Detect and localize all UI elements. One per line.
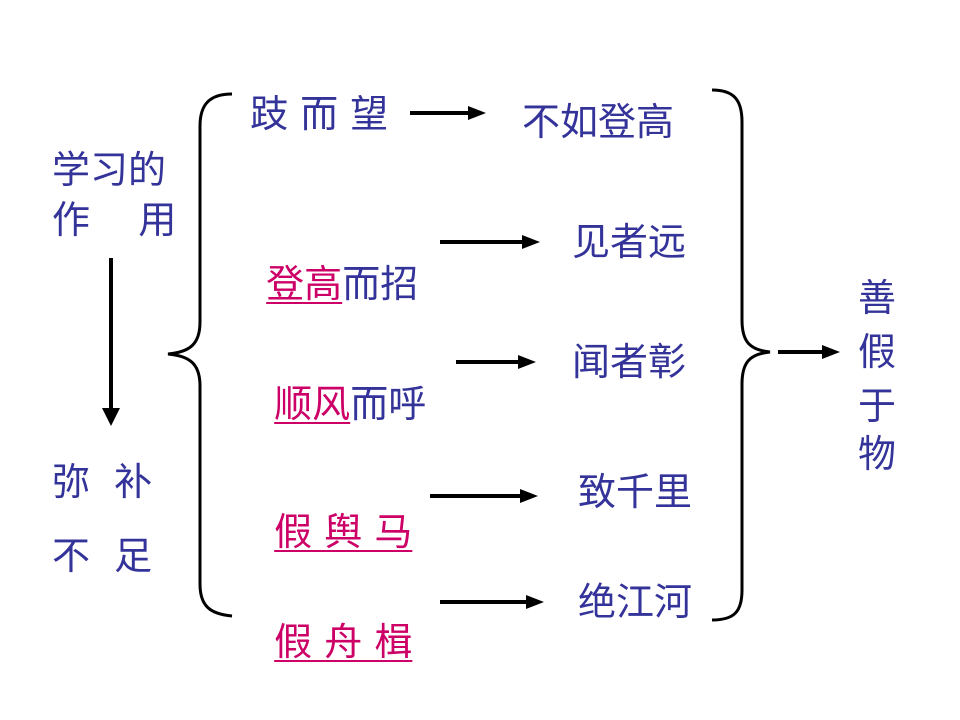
conclusion-arrow — [778, 345, 840, 359]
row-1-arrow — [410, 106, 486, 120]
row-4-action-highlight: 假 舆 马 — [274, 510, 413, 554]
row-1-result: 不如登高 — [522, 100, 675, 144]
left-brace — [167, 92, 233, 618]
conclusion-char-3: 于 — [858, 384, 897, 428]
row-2-result: 见者远 — [572, 220, 687, 264]
left-label-line3: 弥 补 — [52, 460, 153, 504]
row-5-action: 假 舟 楫 — [250, 576, 412, 664]
row-4-action: 假 舆 马 — [250, 466, 412, 554]
row-1-action: 跂 而 望 — [250, 92, 389, 136]
row-2-arrow — [440, 235, 540, 249]
left-label-line2: 作 用 — [52, 198, 177, 242]
right-brace — [711, 88, 771, 622]
conclusion-char-4: 物 — [858, 432, 897, 476]
row-3-result: 闻者彰 — [572, 340, 687, 384]
left-label-line4: 不 足 — [52, 534, 153, 578]
conclusion-char-2: 假 — [858, 330, 897, 374]
row-5-arrow — [440, 595, 544, 609]
row-2-action-rest: 而招 — [342, 262, 419, 306]
row-3-action-highlight: 顺风 — [274, 382, 351, 426]
row-3-action: 顺风而呼 — [250, 338, 426, 426]
row-3-action-rest: 而呼 — [350, 382, 427, 426]
conclusion-char-1: 善 — [858, 276, 897, 320]
row-5-action-highlight: 假 舟 楫 — [274, 620, 413, 664]
left-label-line1: 学习的 — [52, 148, 167, 192]
row-5-result: 绝江河 — [578, 580, 693, 624]
row-2-action-highlight: 登高 — [266, 262, 343, 306]
row-2-action: 登高而招 — [242, 218, 418, 306]
row-3-arrow — [456, 355, 536, 369]
down-arrow-head — [102, 408, 120, 426]
row-4-result: 致千里 — [578, 470, 693, 514]
row-4-arrow — [430, 489, 538, 503]
